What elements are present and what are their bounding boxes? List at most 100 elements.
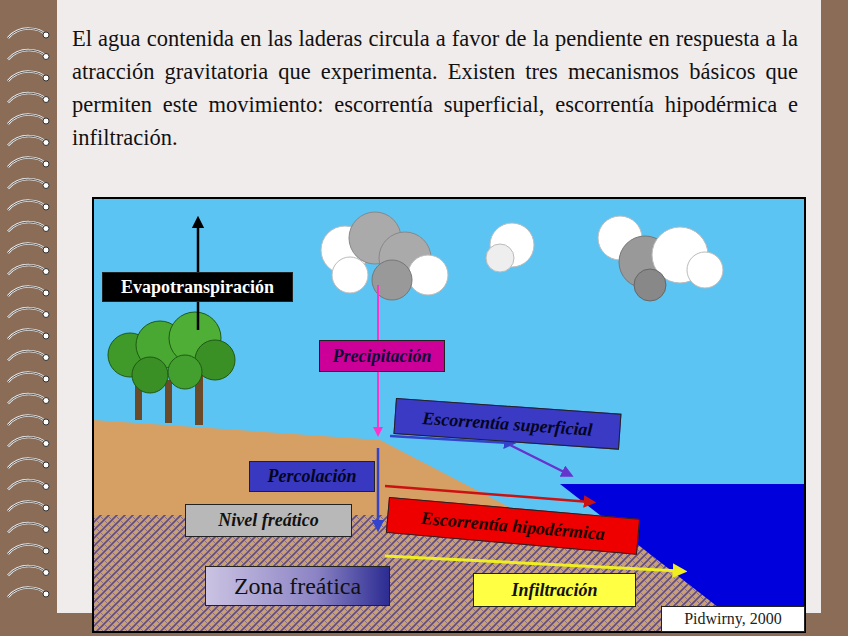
spiral-loop [8,29,46,38]
spiral-loop [8,480,46,489]
spiral-loop [8,179,46,188]
spiral-loop [8,502,46,511]
spiral-loop [8,50,46,59]
spiral-loop [8,93,46,102]
spiral-loop [8,373,46,382]
binding-hole [43,269,49,275]
spiral-loop [8,523,46,532]
binding-hole [43,355,49,361]
binding-hole [43,333,49,339]
spiral-loop [8,351,46,360]
surface-flow-arrow [510,445,568,474]
spiral-loop [8,72,46,81]
water-body [560,484,805,632]
spiral-binding [8,29,49,597]
process-label: Percolación [249,461,375,492]
binding-hole [43,312,49,318]
spiral-loop [8,158,46,167]
spiral-loop [8,222,46,231]
node-text: Pidwirny, 2000 [684,610,782,628]
spiral-loop [8,394,46,403]
spiral-loop [8,93,46,102]
spiral-loop [8,50,46,59]
binding-hole [43,140,49,146]
binding-hole [43,548,49,554]
spiral-loop [8,459,46,468]
process-label: Escorrentía hipodérmica [386,497,640,555]
spiral-loop [8,136,46,145]
spiral-loop [8,265,46,274]
spiral-loop [8,373,46,382]
process-label: Precipitación [319,340,445,372]
binding-hole [43,183,49,189]
binding-hole [43,570,49,576]
percolation-arrow [377,448,380,526]
binding-hole [43,462,49,468]
node-text: Percolación [268,466,357,487]
binding-hole [43,591,49,597]
node-text: Evapotranspiración [121,277,274,298]
zone-label: Zona freática [205,566,390,606]
spiral-loop [8,330,46,339]
spiral-loop [8,588,46,597]
process-label: Infiltración [473,573,636,607]
spiral-loop [8,480,46,489]
node-text: Precipitación [333,346,432,367]
spiral-loop [8,545,46,554]
spiral-loop [8,588,46,597]
spiral-loop [8,437,46,446]
spiral-loop [8,502,46,511]
spiral-loop [8,308,46,317]
spiral-loop [8,437,46,446]
node-text: Nivel freático [218,510,318,531]
spiral-loop [8,566,46,575]
binding-hole [43,505,49,511]
spiral-loop [8,244,46,253]
spiral-loop [8,201,46,210]
binding-hole [43,441,49,447]
binding-hole [43,118,49,124]
spiral-loop [8,416,46,425]
diagram-scene [93,198,805,632]
spiral-loop [8,115,46,124]
binding-hole [43,161,49,167]
spiral-loop [8,416,46,425]
binding-hole [43,32,49,38]
spiral-loop [8,29,46,38]
binding-hole [43,290,49,296]
source-credit: Pidwirny, 2000 [661,606,805,632]
spiral-loop [8,330,46,339]
spiral-loop [8,265,46,274]
spiral-loop [8,545,46,554]
binding-hole [43,527,49,533]
cloud [486,223,534,272]
spiral-loop [8,394,46,403]
binding-hole [43,97,49,103]
spiral-loop [8,523,46,532]
spiral-loop [8,459,46,468]
infiltration-arrow [385,556,680,571]
cloud [598,216,723,301]
process-label: Nivel freático [185,504,352,537]
node-text: Zona freática [234,573,361,600]
binding-hole [43,204,49,210]
binding-hole [43,398,49,404]
process-label: Escorrentía superficial [393,398,621,450]
spiral-loop [8,308,46,317]
cloud [321,212,448,300]
binding-hole [43,75,49,81]
binding-hole [43,226,49,232]
spiral-loop [8,566,46,575]
spiral-loop [8,244,46,253]
process-label: Evapotranspiración [102,272,293,302]
binding-hole [43,54,49,60]
spiral-loop [8,351,46,360]
node-text: Escorrentía hipodérmica [420,507,606,544]
caption-paragraph: El agua contenida en las laderas circula… [72,22,798,154]
spiral-loop [8,72,46,81]
binding-hole [43,419,49,425]
spiral-loop [8,201,46,210]
spiral-loop [8,158,46,167]
spiral-loop [8,179,46,188]
node-text: Infiltración [511,580,597,601]
